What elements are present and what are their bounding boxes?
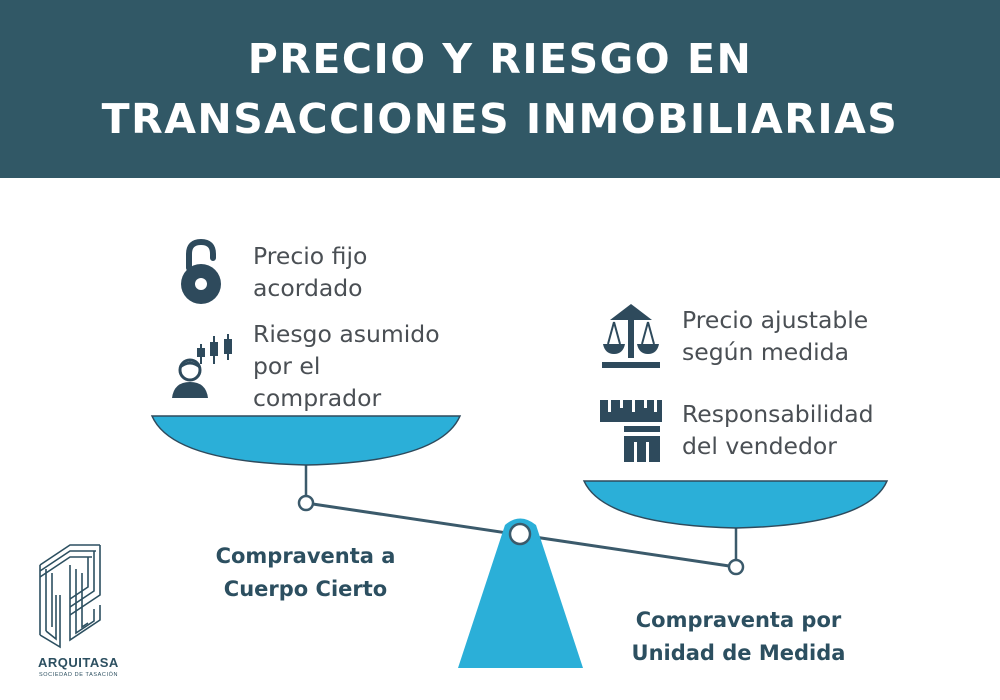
title-line-2: TRANSACCIONES INMOBILIARIAS <box>101 95 899 143</box>
feature-adjustable-price-line2: según medida <box>682 338 849 366</box>
feature-adjustable-price: Precio ajustable según medida <box>682 304 868 368</box>
logo-name: ARQUITASA <box>38 655 119 670</box>
caption-cuerpo-cierto-line2: Cuerpo Cierto <box>223 577 388 601</box>
caption-unidad-de-medida-line2: Unidad de Medida <box>631 641 846 665</box>
balance-scale-icon <box>602 304 660 368</box>
feature-buyer-risk-line1: Riesgo asumido <box>253 320 440 348</box>
feature-buyer-risk-line3: comprador <box>253 384 382 412</box>
feature-adjustable-price-line1: Precio ajustable <box>682 306 869 334</box>
caption-cuerpo-cierto: Compraventa a Cuerpo Cierto <box>193 540 418 606</box>
fulcrum-hole <box>508 522 532 546</box>
padlock-open-icon <box>181 238 221 304</box>
caption-unidad-de-medida: Compraventa por Unidad de Medida <box>606 604 871 670</box>
feature-seller-responsibility-line1: Responsabilidad <box>682 400 874 428</box>
feature-buyer-risk-line2: por el <box>253 352 321 380</box>
feature-fixed-price: Precio fijo acordado <box>253 240 367 304</box>
fulcrum <box>458 518 583 668</box>
title-line-1: PRECIO Y RIESGO EN <box>247 35 753 83</box>
logo-tagline: SOCIEDAD DE TASACIÓN <box>39 672 119 678</box>
title-banner: PRECIO Y RIESGO EN TRANSACCIONES INMOBIL… <box>0 0 1000 178</box>
left-pivot <box>297 494 315 512</box>
right-pan <box>582 480 889 529</box>
feature-fixed-price-line2: acordado <box>253 274 363 302</box>
buyer-risk-icon <box>172 334 232 398</box>
feature-buyer-risk: Riesgo asumido por el comprador <box>253 318 440 414</box>
right-pivot <box>727 558 745 576</box>
arquitasa-logo-icon <box>39 544 101 649</box>
caption-unidad-de-medida-line1: Compraventa por <box>635 608 842 632</box>
left-pan <box>150 415 462 466</box>
feature-seller-responsibility-line2: del vendedor <box>682 432 837 460</box>
feature-seller-responsibility: Responsabilidad del vendedor <box>682 398 874 462</box>
measuring-ruler-icon <box>600 400 662 462</box>
feature-fixed-price-line1: Precio fijo <box>253 242 368 270</box>
caption-cuerpo-cierto-line1: Compraventa a <box>215 544 396 568</box>
